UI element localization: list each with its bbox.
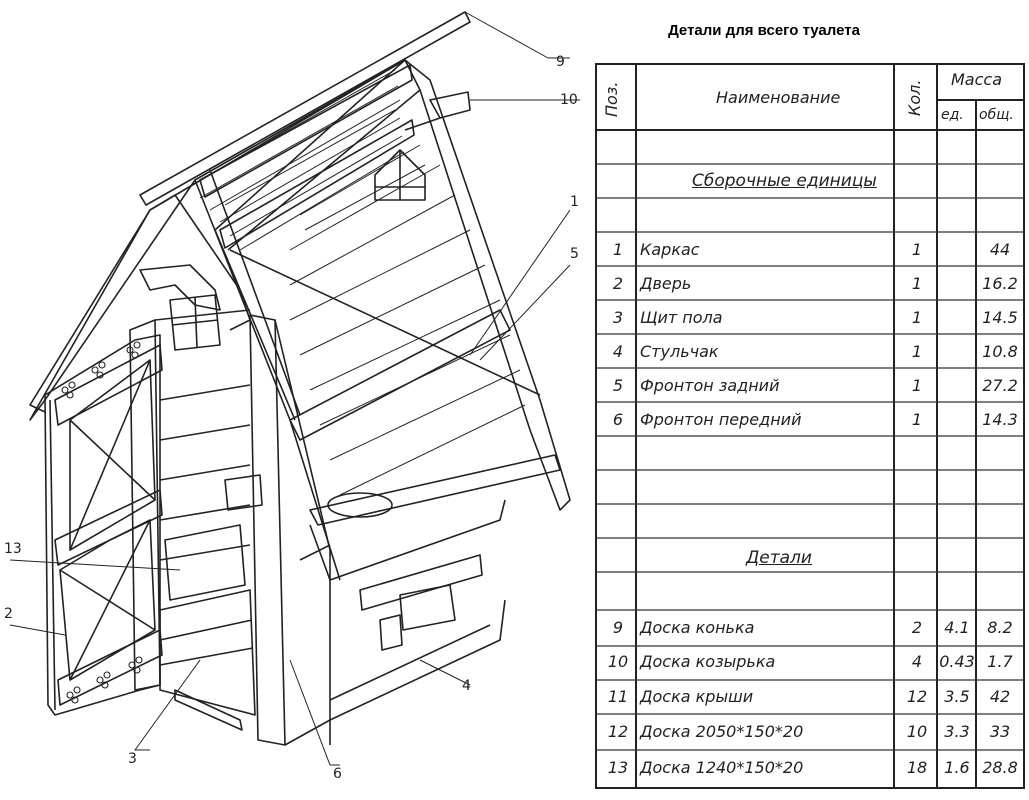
row-pos: 9 xyxy=(612,618,624,637)
row-pos: 1 xyxy=(612,240,624,259)
row-name: Фронтон задний xyxy=(640,376,780,395)
row-mass-total: 14.5 xyxy=(982,308,1018,327)
header-mass-unit: ед. xyxy=(941,107,964,123)
callout-2: 2 xyxy=(4,606,13,622)
row-pos: 3 xyxy=(612,308,624,327)
row-mass-total: 42 xyxy=(989,687,1011,706)
front-window xyxy=(169,294,221,351)
row-pos: 13 xyxy=(607,758,629,777)
row-pos: 6 xyxy=(612,410,624,429)
row-name: Доска крыши xyxy=(640,687,754,706)
row-mass-total: 14.3 xyxy=(982,410,1018,429)
row-pos: 11 xyxy=(607,687,629,706)
table-grid xyxy=(595,63,1025,789)
row-qty: 10 xyxy=(906,722,928,741)
row-qty: 1 xyxy=(911,308,923,327)
row-name: Доска козырька xyxy=(640,652,776,671)
front-gable xyxy=(149,194,251,331)
header-qty: Кол. xyxy=(905,79,924,116)
header-mass-total: общ. xyxy=(979,107,1014,123)
row-mass-total: 33 xyxy=(989,722,1011,741)
callout-3: 3 xyxy=(128,751,137,767)
row-pos: 4 xyxy=(612,342,624,361)
row-name: Стульчак xyxy=(640,342,719,361)
front-post xyxy=(249,314,286,746)
row-mass-total: 27.2 xyxy=(982,376,1018,395)
row-qty: 1 xyxy=(911,410,923,429)
row-pos: 5 xyxy=(612,376,624,395)
callout-5: 5 xyxy=(570,246,579,262)
row-name: Доска 1240*150*20 xyxy=(640,758,804,777)
row-mass-unit: 0.43 xyxy=(939,652,975,671)
row-qty: 2 xyxy=(911,618,923,637)
row-mass-total: 44 xyxy=(989,240,1011,259)
row-qty: 1 xyxy=(911,274,923,293)
row-mass-unit: 3.5 xyxy=(944,687,970,706)
row-mass-total: 1.7 xyxy=(987,652,1013,671)
row-mass-total: 8.2 xyxy=(987,618,1013,637)
row-mass-total: 10.8 xyxy=(982,342,1018,361)
callout-1: 1 xyxy=(570,194,579,210)
row-pos: 12 xyxy=(607,722,629,741)
row-qty: 1 xyxy=(911,240,923,259)
row-qty: 4 xyxy=(911,652,923,671)
door xyxy=(44,334,161,716)
row-name: Дверь xyxy=(640,274,692,293)
roof-ridge xyxy=(139,11,471,206)
row-name: Доска конька xyxy=(640,618,755,637)
rear-gable xyxy=(404,59,571,511)
row-pos: 10 xyxy=(607,652,629,671)
row-mass-unit: 1.6 xyxy=(944,758,970,777)
callout-6: 6 xyxy=(333,766,342,782)
callout-9: 9 xyxy=(556,54,565,70)
page-title: Детали для всего туалета xyxy=(668,22,860,39)
row-pos: 2 xyxy=(612,274,624,293)
callout-4: 4 xyxy=(462,678,471,694)
row-qty: 18 xyxy=(906,758,928,777)
callout-10: 10 xyxy=(560,92,578,108)
row-name: Доска 2050*150*20 xyxy=(640,722,804,741)
section-assemblies: Сборочные единицы xyxy=(692,171,877,191)
row-qty: 1 xyxy=(911,342,923,361)
callout-13: 13 xyxy=(4,541,22,557)
row-mass-total: 16.2 xyxy=(982,274,1018,293)
specification-table: Поз. Наименование Кол. Масса ед. общ. Сб… xyxy=(594,62,1026,792)
header-name: Наименование xyxy=(716,88,841,107)
row-name: Щит пола xyxy=(640,308,723,327)
toilet-seat-hole xyxy=(327,492,393,518)
header-mass: Масса xyxy=(951,70,1003,89)
section-parts: Детали xyxy=(746,548,812,568)
row-mass-unit: 4.1 xyxy=(944,618,970,637)
row-qty: 12 xyxy=(906,687,928,706)
row-name: Фронтон передний xyxy=(640,410,802,429)
row-mass-total: 28.8 xyxy=(982,758,1018,777)
row-mass-unit: 3.3 xyxy=(944,722,970,741)
roof-left-slope xyxy=(29,59,406,421)
row-name: Каркас xyxy=(640,240,700,259)
row-qty: 1 xyxy=(911,376,923,395)
header-pos: Поз. xyxy=(602,81,621,117)
toilet-assembly-drawing: 9 10 1 5 13 2 3 6 4 xyxy=(4,11,580,782)
